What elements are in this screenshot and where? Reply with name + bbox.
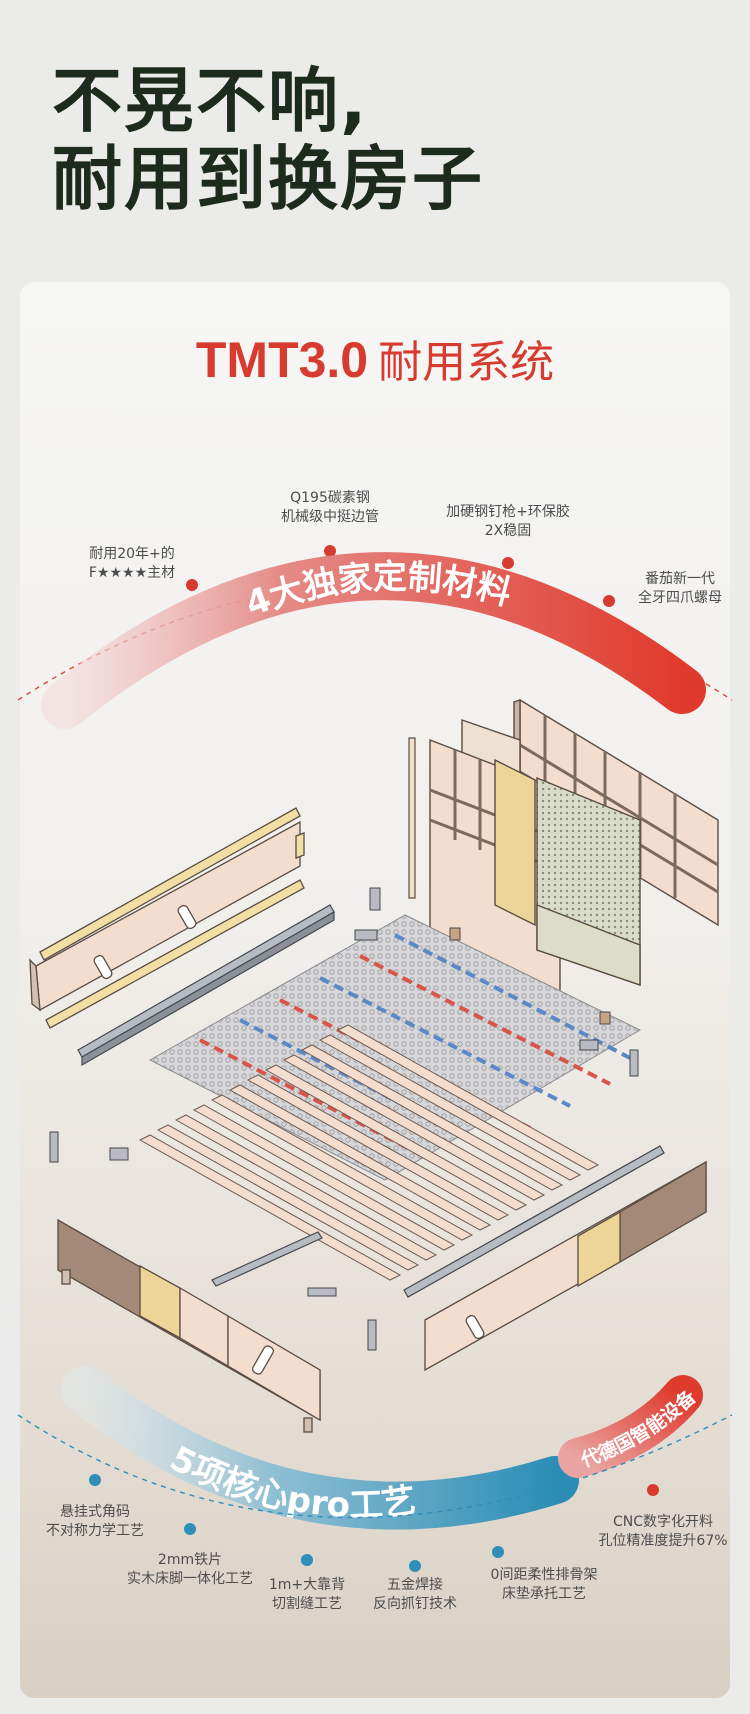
headline-line-1: 不晃不响, — [52, 60, 369, 142]
headline: 不晃不响, 耐用到换房子 — [52, 62, 484, 218]
craft-label-4: 五金焊接反向抓钉技术 — [373, 1577, 457, 1612]
crafts-dot-2 — [184, 1523, 196, 1535]
crafts-dot-6 — [647, 1484, 659, 1496]
crafts-dot-5 — [492, 1546, 504, 1558]
craft-label-1: 悬挂式角码不对称力学工艺 — [46, 1504, 144, 1539]
crafts-dot-4 — [409, 1560, 421, 1572]
system-title-suffix: 耐用系统 — [378, 337, 555, 388]
system-title-brand: TMT3.0 — [195, 332, 369, 388]
headboard — [429, 698, 719, 1022]
center-steel-beam — [211, 1231, 323, 1287]
left-steel-beam — [77, 904, 335, 1067]
material-label-2: Q195碳素钢机械级中挺边管 — [281, 490, 379, 525]
footboard — [57, 1218, 321, 1433]
crafts-dashed-arc — [17, 1414, 733, 1519]
materials-dot-2 — [324, 545, 336, 557]
bed-slats — [138, 1024, 600, 1281]
crafts-dot-3 — [301, 1554, 313, 1566]
headline-line-2: 耐用到换房子 — [52, 138, 484, 220]
material-label-4: 番茄新一代全牙四爪螺母 — [638, 571, 722, 606]
materials-dot-3 — [502, 557, 514, 569]
craft-label-5: 0间距柔性排骨架床垫承托工艺 — [490, 1567, 598, 1602]
craft-label-6: CNC数字化开料孔位精准度提升67% — [598, 1514, 728, 1549]
materials-dot-1 — [186, 579, 198, 591]
craft-label-2: 2mm铁片实木床脚一体化工艺 — [127, 1552, 253, 1587]
materials-dot-4 — [603, 595, 615, 607]
right-side-rail — [424, 1160, 707, 1372]
left-side-rail — [29, 807, 305, 1029]
crafts-dot-1 — [89, 1474, 101, 1486]
crafts-arc-band — [61, 1366, 579, 1530]
craft-badge-band — [558, 1375, 703, 1478]
materials-arc-band — [41, 552, 706, 729]
right-steel-beam — [403, 1145, 665, 1298]
hardware-brackets — [49, 887, 639, 1351]
headboard-post — [408, 737, 416, 899]
craft-label-3: 1m+大靠背切割缝工艺 — [268, 1577, 346, 1612]
